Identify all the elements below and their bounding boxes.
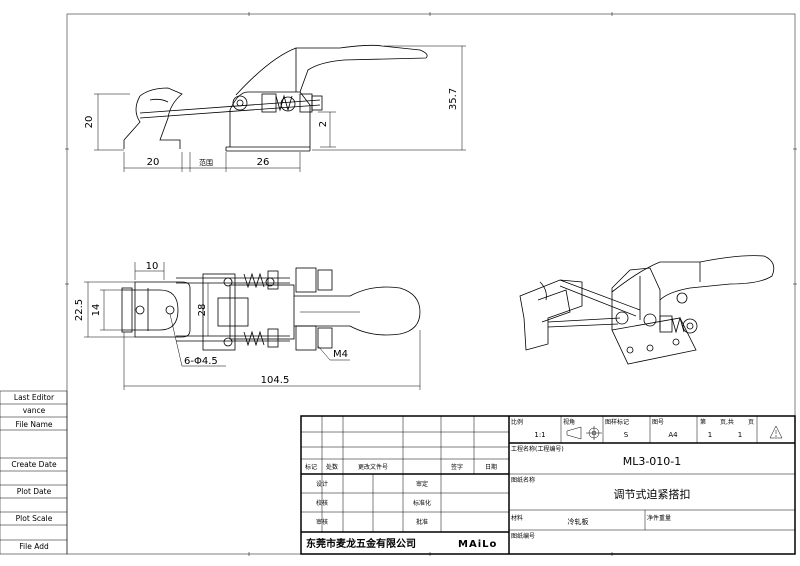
project-no-label: 工程名称(工程编号) (511, 445, 564, 453)
page-current: 1 (708, 431, 712, 439)
page-label-b: 页,共 (720, 418, 734, 426)
sheet-size-label: 图号 (652, 419, 664, 426)
dim-total-length: 104.5 (261, 375, 290, 386)
drawing-name: 调节式迫紧搭扣 (614, 487, 691, 501)
weight-label: 净件重量 (647, 514, 671, 522)
warning-icon (769, 425, 783, 439)
top-view-drawing: 20 范围 26 20 35.7 2 (84, 44, 466, 172)
dim-offset: 2 (318, 121, 329, 127)
standard-label: 图样标记 (605, 418, 629, 426)
drawing-code-label: 图纸编号 (511, 532, 535, 540)
isometric-view-drawing (519, 255, 775, 365)
rev-header-mark: 标记 (305, 463, 317, 471)
file-name-label: File Name (15, 420, 52, 429)
dim-length-left: 20 (147, 157, 160, 168)
view-label: 视角 (563, 418, 575, 426)
title-block: 比例 1:1 视角 图样标记 S 图号 A4 第 页,共 页 1 1 工程名称(… (300, 415, 796, 555)
side-info-panel: Last Editor vance File Name Create Date … (0, 390, 68, 555)
brand-logo: MAiLo (458, 539, 497, 550)
scale-label: 比例 (511, 418, 523, 426)
check-label: 校核 (316, 499, 328, 507)
sheet-size-value: A4 (668, 431, 678, 439)
scale-value: 1:1 (534, 431, 545, 439)
design-label: 设计 (316, 480, 328, 488)
company-name: 东莞市麦龙五金有限公司 (306, 537, 416, 550)
rev-header-date: 日期 (485, 463, 497, 471)
dim-length-mid: 26 (257, 157, 270, 168)
dim-height-inner: 14 (91, 304, 102, 317)
plot-scale-label: Plot Scale (16, 514, 53, 523)
drawing-number: ML3-010-1 (623, 455, 682, 468)
rev-header-file: 更改文件号 (358, 463, 388, 471)
standard-value: S (624, 431, 629, 439)
dim-total-height: 35.7 (448, 88, 459, 110)
dim-height-outer: 22.5 (74, 299, 85, 321)
dim-range-label: 范围 (199, 158, 213, 167)
plot-date-label: Plot Date (17, 487, 52, 496)
drawing-name-label: 图纸名称 (511, 476, 535, 484)
audit-label: 审定 (416, 480, 428, 488)
last-editor-label: Last Editor (14, 393, 55, 402)
dim-holes: 6-Φ4.5 (184, 356, 218, 367)
page-label-c: 页 (748, 419, 754, 426)
rev-header-sign: 签字 (451, 463, 463, 471)
projection-symbol-icon (566, 426, 602, 440)
front-view-drawing: 10 22.5 14 28 6-Φ4.5 104.5 M4 (74, 261, 421, 390)
page-total: 1 (738, 431, 742, 439)
create-date-label: Create Date (11, 460, 57, 469)
standardize-label: 标准化 (413, 499, 431, 507)
dim-center-gap: 28 (197, 304, 208, 317)
rev-header-count: 处数 (326, 463, 338, 471)
dim-height: 20 (84, 116, 95, 129)
review-label: 审核 (316, 518, 328, 526)
material-label: 材料 (511, 514, 523, 522)
dim-width-top: 10 (146, 261, 159, 272)
last-editor-value: vance (23, 406, 46, 415)
material-value: 冷轧板 (568, 517, 589, 526)
approve-label: 批准 (416, 518, 428, 526)
dim-thread: M4 (333, 349, 348, 360)
file-add-label: File Add (19, 542, 49, 551)
sheet-frame (66, 13, 796, 555)
page-label-a: 第 (700, 418, 706, 426)
